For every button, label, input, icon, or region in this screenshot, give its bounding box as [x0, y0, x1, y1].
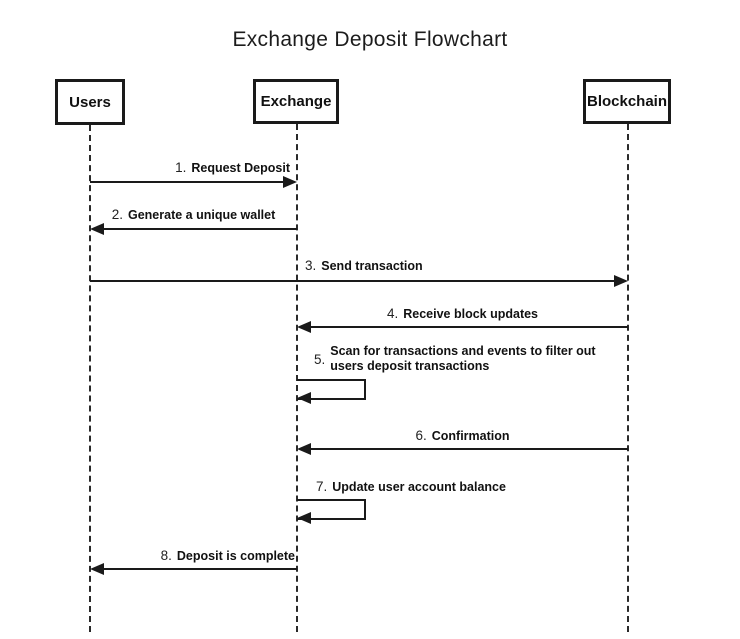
actor-box-users: Users [55, 79, 125, 125]
message-label-1: 1.Request Deposit [175, 160, 290, 175]
message-arrow-2 [94, 228, 297, 230]
self-loop-7 [297, 499, 366, 520]
message-label-6: 6.Confirmation [415, 428, 510, 443]
message-number-1: 1. [175, 160, 187, 175]
message-label-4: 4.Receive block updates [386, 306, 539, 321]
self-loop-5 [297, 379, 366, 400]
message-number-3: 3. [305, 258, 317, 273]
arrowhead-left-icon [90, 563, 104, 575]
lifeline-exchange [296, 124, 298, 632]
lifeline-users [89, 125, 91, 632]
message-arrow-4 [301, 326, 628, 328]
message-label-3: 3.Send transaction [305, 258, 423, 273]
arrowhead-right-icon [614, 275, 628, 287]
diagram-title: Exchange Deposit Flowchart [232, 28, 508, 51]
message-number-4: 4. [386, 306, 399, 321]
arrowhead-left-icon [297, 443, 311, 455]
message-number-2: 2. [111, 207, 123, 222]
arrowhead-left-icon [297, 392, 311, 404]
arrowhead-left-icon [297, 321, 311, 333]
message-arrow-8 [94, 568, 297, 570]
actor-box-blockchain: Blockchain [583, 79, 671, 124]
message-number-5: 5. [314, 351, 326, 367]
arrowhead-right-icon [283, 176, 297, 188]
message-label-8: 8.Deposit is complete [160, 548, 295, 563]
actor-label-users: Users [69, 93, 111, 111]
message-number-6: 6. [415, 428, 427, 443]
arrowhead-left-icon [90, 223, 104, 235]
message-label-2: 2.Generate a unique wallet [111, 207, 276, 222]
actor-label-blockchain: Blockchain [586, 93, 668, 110]
message-number-7: 7. [316, 479, 328, 494]
message-label-5: 5.Scan for transactions and events to fi… [314, 344, 596, 373]
actor-label-exchange: Exchange [260, 93, 332, 110]
message-arrow-1 [90, 181, 293, 183]
arrowhead-left-icon [297, 512, 311, 524]
message-number-8: 8. [160, 548, 172, 563]
lifeline-blockchain [627, 124, 629, 632]
message-label-7: 7.Update user account balance [316, 479, 506, 494]
message-arrow-3 [90, 280, 624, 282]
actor-box-exchange: Exchange [253, 79, 339, 124]
message-arrow-6 [301, 448, 628, 450]
